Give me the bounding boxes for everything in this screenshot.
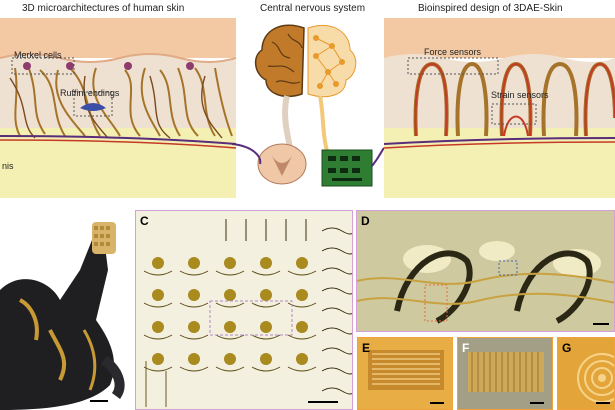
central-nervous-system-diagram [232, 24, 384, 187]
panel-g-label: G [562, 341, 572, 355]
right-title: Bioinspired design of 3DAE-Skin [418, 3, 563, 14]
panel-e-label: E [362, 341, 371, 355]
bioinspired-skin-diagram [384, 18, 615, 198]
panel-f-grid-photo [457, 337, 553, 410]
ruffini-endings-label: Ruffini endings [60, 88, 120, 98]
panel-e-interdigital-photo [357, 337, 453, 410]
merkel-cells-label: Merkel cells [14, 50, 62, 60]
center-title: Central nervous system [260, 3, 366, 14]
dermis-label-fragment: nis [2, 161, 14, 171]
force-sensors-label: Force sensors [424, 47, 482, 57]
panel-d-label: D [361, 214, 370, 228]
left-title: 3D microarchitectures of human skin [22, 3, 185, 14]
panel-g-spiral-photo [557, 337, 615, 410]
skin-microarchitecture-diagram [0, 18, 236, 198]
top-row: 3D microarchitectures of human skin Merk… [0, 0, 615, 200]
strain-sensors-label: Strain sensors [491, 90, 549, 100]
panel-c-label: C [140, 214, 149, 228]
robotic-hand-photo [0, 210, 135, 410]
brain-icon [254, 24, 305, 98]
panel-d-zoom-photo [356, 210, 615, 332]
panel-c-sensor-array-photo [135, 210, 353, 410]
panel-f-label: F [462, 341, 470, 355]
